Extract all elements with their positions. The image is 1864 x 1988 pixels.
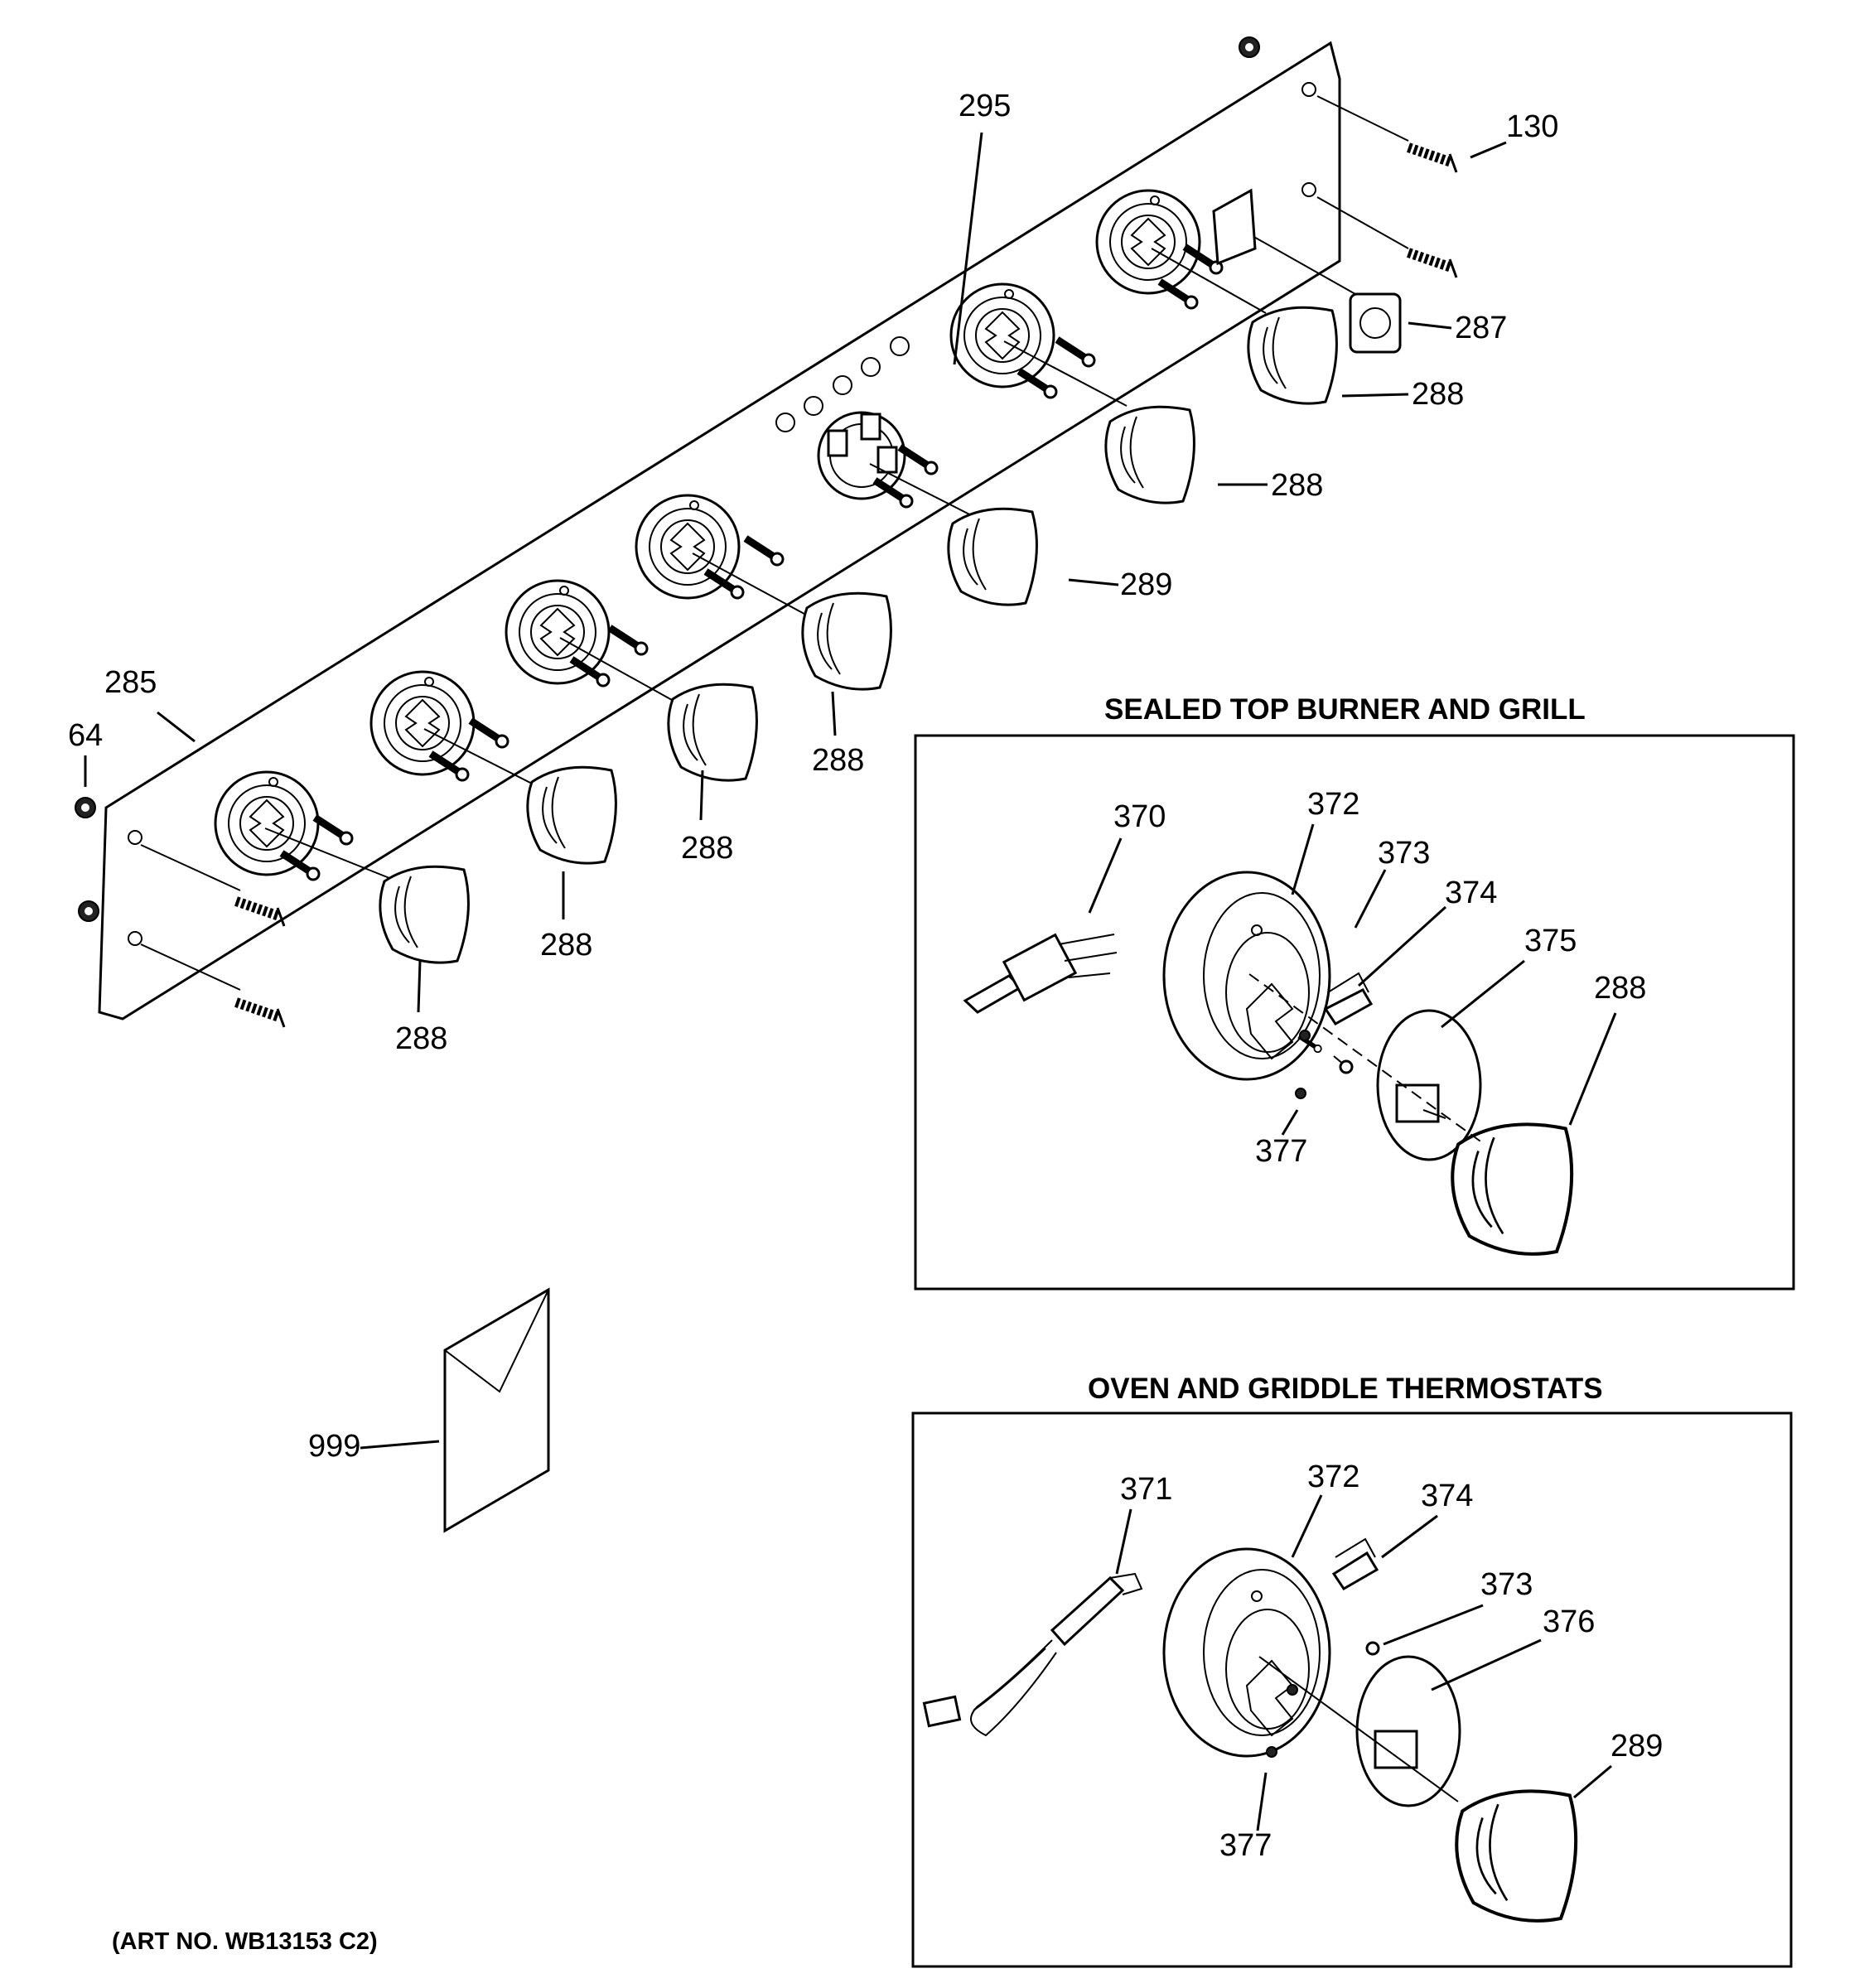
callout-289: 289 bbox=[1120, 567, 1172, 602]
callout-285: 285 bbox=[104, 665, 157, 700]
callout-288: 288 bbox=[681, 831, 733, 866]
thermostat-ring bbox=[1162, 1547, 1331, 1758]
callout-999: 999 bbox=[308, 1429, 360, 1464]
thermostat-small-screw bbox=[1365, 1641, 1380, 1656]
leader-lines bbox=[84, 132, 1507, 1013]
thermostat-section-box bbox=[911, 1411, 1793, 1968]
callout-377: 377 bbox=[1219, 1828, 1272, 1863]
main-callouts: 295 130 287 288 288 289 285 64 288 288 2… bbox=[68, 89, 1558, 1464]
burner-leaders bbox=[1088, 823, 1617, 1144]
callout-288: 288 bbox=[812, 743, 864, 778]
callout-372: 372 bbox=[1307, 1460, 1359, 1494]
callout-374: 374 bbox=[1421, 1479, 1473, 1513]
callout-130: 130 bbox=[1506, 109, 1558, 144]
burner-clip bbox=[1323, 972, 1374, 1025]
callout-287: 287 bbox=[1455, 311, 1507, 345]
thermostat-clip bbox=[1331, 1537, 1379, 1591]
thermostat-screws bbox=[1266, 1684, 1298, 1758]
callout-372: 372 bbox=[1307, 787, 1359, 822]
callout-289: 289 bbox=[1610, 1729, 1663, 1764]
callout-288: 288 bbox=[1271, 468, 1323, 503]
section-title-thermostat: OVEN AND GRIDDLE THERMOSTATS bbox=[1088, 1373, 1603, 1405]
thermostat-ring bbox=[817, 411, 906, 500]
burner-screws bbox=[1295, 1030, 1321, 1099]
callout-288: 288 bbox=[540, 928, 592, 963]
callout-295: 295 bbox=[959, 89, 1011, 123]
callout-374: 374 bbox=[1445, 876, 1497, 910]
section-title-burner: SEALED TOP BURNER AND GRILL bbox=[1104, 693, 1586, 726]
callout-288: 288 bbox=[1594, 971, 1646, 1006]
burner-small-screw bbox=[1333, 1055, 1354, 1074]
burner-knob bbox=[1452, 1124, 1572, 1253]
callout-288: 288 bbox=[395, 1021, 447, 1056]
callout-64: 64 bbox=[68, 718, 103, 753]
literature-envelope bbox=[360, 1287, 550, 1533]
callout-373: 373 bbox=[1378, 836, 1430, 871]
callout-376: 376 bbox=[1543, 1604, 1595, 1639]
callout-288: 288 bbox=[1412, 377, 1464, 412]
assembly-lines bbox=[140, 95, 1409, 991]
callout-371: 371 bbox=[1120, 1472, 1172, 1507]
burner-ring bbox=[1162, 871, 1331, 1081]
burner-dial bbox=[1376, 1009, 1482, 1161]
thermostat-dial bbox=[1355, 1655, 1461, 1807]
thermostat-sensor bbox=[922, 1572, 1143, 1737]
thermostat-callouts: 371 372 374 373 376 289 377 bbox=[1120, 1460, 1663, 1863]
callout-377: 377 bbox=[1255, 1134, 1307, 1169]
burner-valve bbox=[963, 933, 1118, 1014]
burner-callouts: 370 372 373 374 375 288 377 bbox=[1113, 787, 1646, 1169]
art-number: (ART NO. WB13153 C2) bbox=[112, 1928, 378, 1955]
callout-375: 375 bbox=[1524, 924, 1577, 958]
thermostat-knob bbox=[1456, 1791, 1576, 1920]
callout-373: 373 bbox=[1480, 1567, 1533, 1602]
thermostat-leaders bbox=[1115, 1494, 1612, 1831]
callout-370: 370 bbox=[1113, 799, 1166, 834]
rocker-switch bbox=[1212, 188, 1402, 354]
